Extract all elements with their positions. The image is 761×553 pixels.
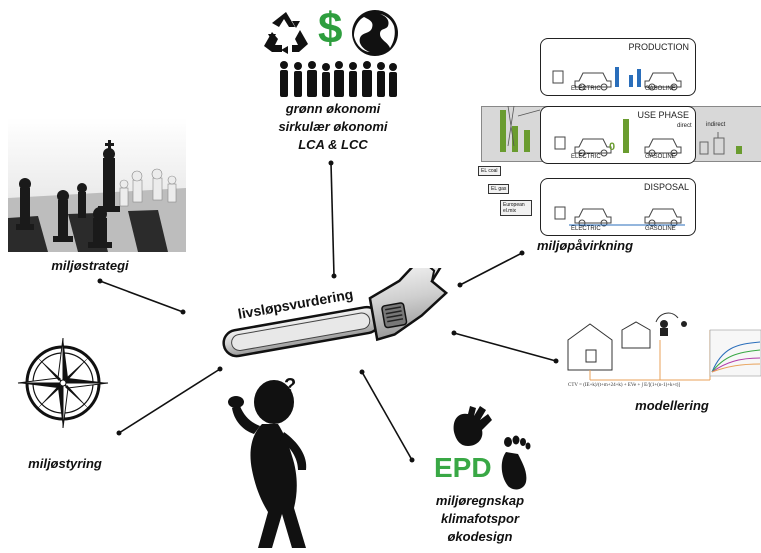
economy-label-green: grønn økonomi [285, 101, 381, 116]
use-phase-panel: USE PHASE 0 direct ELECTRIC GASOLINE [540, 106, 696, 164]
question-mark: ? [284, 375, 296, 397]
use-phase-figure [554, 119, 682, 157]
line-strategy [99, 280, 184, 313]
production-electric: ELECTRIC [571, 86, 601, 92]
production-title: PRODUCTION [628, 42, 690, 52]
el-mix-bars [500, 106, 541, 152]
production-panel: PRODUCTION ELECTRIC GASOLINE [540, 38, 696, 96]
line-impact [459, 252, 523, 286]
line-modelling [453, 332, 557, 362]
wrench-icon [222, 268, 449, 358]
impact-label: miljøpåvirkning [536, 238, 634, 253]
use-phase-title: USE PHASE [637, 110, 689, 120]
svg-text:CTV = (IE+k)/(t+m+24+k) + EVe: CTV = (IE+k)/(t+m+24+k) + EVe + ∫ E/[(1+… [568, 382, 680, 388]
accounting-label: miljøregnskap [435, 493, 525, 508]
use-phase-gasoline: GASOLINE [645, 154, 676, 160]
line-steering [118, 368, 221, 434]
production-gasoline: GASOLINE [645, 86, 676, 92]
globe-icon [352, 10, 398, 56]
steering-label: miljøstyring [28, 456, 102, 471]
ecodesign-label: økodesign [447, 529, 513, 544]
disposal-electric: ELECTRIC [571, 226, 601, 232]
economy-label-group: grønn økonomi sirkulær økonomi LCA & LCC [268, 100, 398, 154]
dollar-icon: $ [318, 4, 343, 53]
thinking-person-icon: ? [228, 375, 307, 548]
use-phase-direct: direct [677, 123, 692, 129]
recycle-icon [264, 12, 308, 54]
use-phase-zero: 0 [609, 141, 616, 153]
accounting-label-group: miljøregnskap klimafotspor økodesign [420, 492, 540, 546]
line-economy [330, 162, 335, 277]
strategy-label: miljøstrategi [51, 258, 129, 273]
production-figure [552, 67, 682, 91]
hand-foot-icon [453, 406, 531, 490]
compass-rose-icon [17, 337, 109, 429]
indirect-figure [699, 132, 742, 155]
mix-label-coal: EL coal [478, 166, 501, 176]
economy-label-circular: sirkulær økonomi [278, 119, 388, 134]
modelling-label: modellering [635, 398, 709, 413]
mix-label-eu: European el.mix [500, 200, 532, 216]
use-phase-indirect: indirect [706, 122, 726, 128]
disposal-figure [554, 206, 685, 227]
economy-label-lca: LCA & LCC [298, 137, 368, 152]
disposal-panel: DISPOSAL ELECTRIC GASOLINE [540, 178, 696, 236]
modelling-figure: CTV = (IE+k)/(t+m+24+k) + EVe + ∫ E/[(1+… [567, 312, 761, 388]
use-phase-electric: ELECTRIC [571, 154, 601, 160]
disposal-title: DISPOSAL [643, 182, 689, 192]
carbon-footprint-label: klimafotspor [440, 511, 519, 526]
crowd-icon [280, 61, 397, 97]
mix-label-gas: EL gas [488, 184, 510, 194]
disposal-gasoline: GASOLINE [645, 226, 676, 232]
line-accounting [361, 371, 413, 461]
chess-icon [8, 118, 186, 252]
epd-logo: EPD [434, 452, 492, 483]
